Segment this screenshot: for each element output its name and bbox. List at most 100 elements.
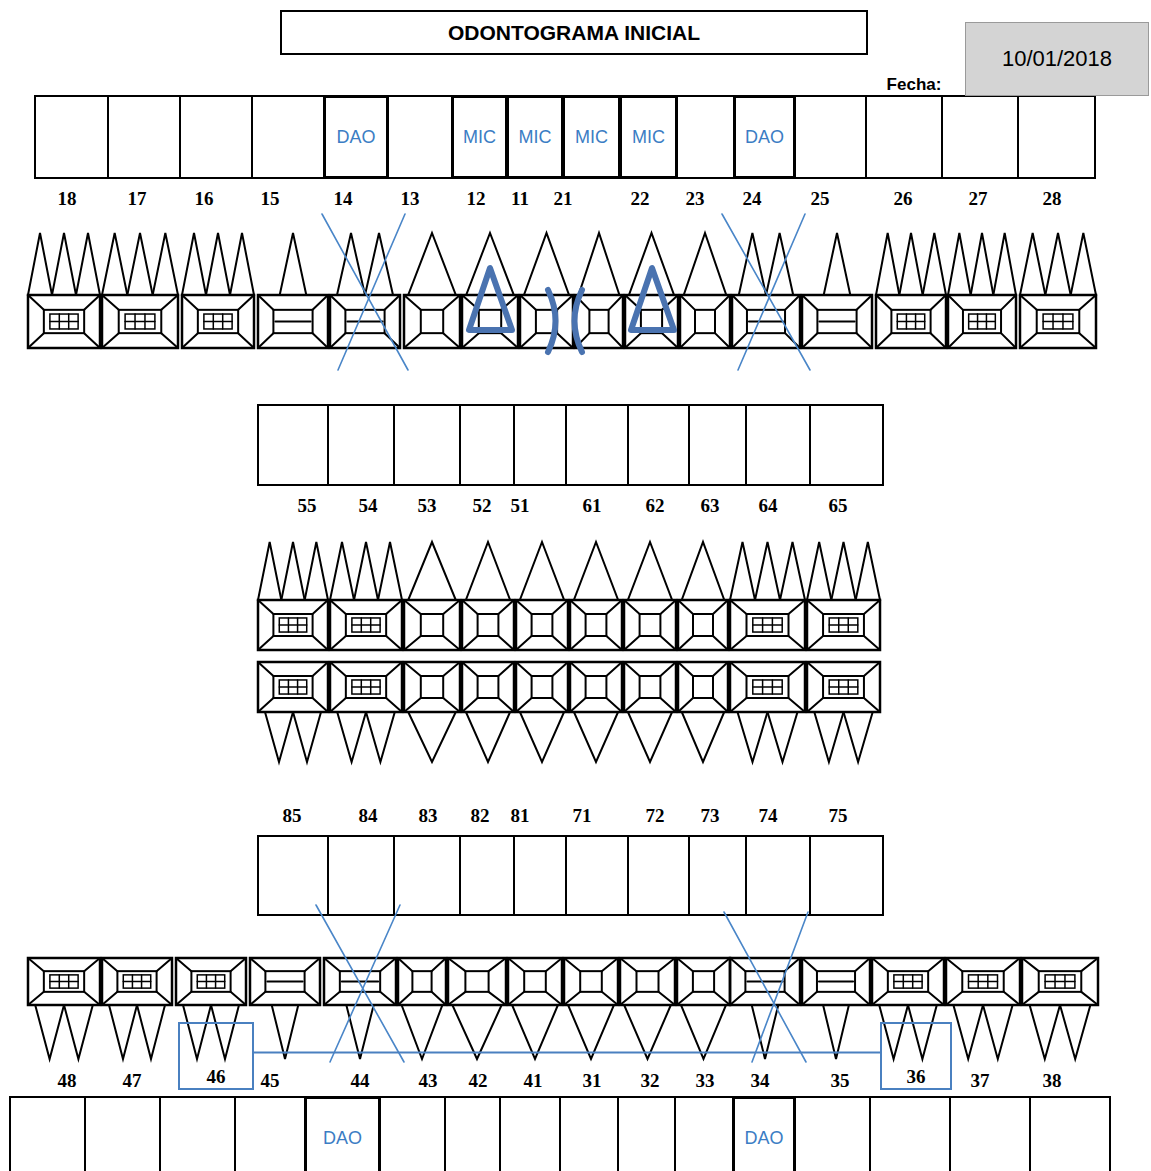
tooth-surface: [28, 958, 44, 971]
tooth-number: 27: [969, 189, 988, 208]
title-box: ODONTOGRAMA INICIAL: [280, 10, 868, 55]
occlusal-grid: [829, 618, 858, 632]
tooth-surface: [157, 958, 172, 971]
answer-box: [563, 96, 620, 178]
tooth-surface: [714, 958, 730, 971]
tooth-root: [1020, 233, 1045, 295]
tooth-crown: [872, 958, 944, 1005]
tooth-root: [807, 542, 831, 600]
tooth-surface: [462, 698, 478, 712]
tooth-crown: [802, 958, 870, 1005]
tooth-crown: [807, 662, 880, 712]
occlusal-grid: [969, 314, 996, 329]
tooth-number: 12: [467, 189, 486, 208]
tooth-surface: [557, 333, 573, 348]
answer-box: [566, 405, 628, 485]
tooth-surface: [1039, 971, 1082, 992]
tooth-number: 21: [554, 189, 573, 208]
tooth-surface: [432, 992, 446, 1005]
occlusal-grid: [753, 680, 782, 694]
tooth-root: [844, 712, 873, 762]
tooth-surface: [265, 971, 304, 992]
answer-box: [514, 405, 566, 485]
tooth-surface: [872, 958, 888, 971]
microdontia-triangle: [469, 268, 512, 330]
tooth-surface: [313, 295, 328, 310]
tooth-surface: [313, 698, 328, 712]
tooth-surface: [313, 662, 328, 676]
finding-box: MIC: [620, 96, 677, 178]
tooth-surface: [931, 295, 946, 310]
tooth-root: [466, 542, 510, 600]
tooth-surface: [807, 662, 823, 676]
tooth-root: [524, 233, 569, 295]
tooth-root: [183, 1005, 211, 1059]
tooth-crown: [516, 662, 568, 712]
tooth-surface: [182, 295, 198, 310]
tooth-crown: [570, 662, 622, 712]
answer-box: [388, 96, 452, 178]
tooth-surface: [962, 971, 1003, 992]
occlusal-grid: [1043, 321, 1073, 323]
tooth-number: 37: [971, 1071, 990, 1090]
tooth-number: 52: [473, 496, 492, 515]
tooth-surface: [876, 333, 891, 348]
tooth-surface: [44, 310, 84, 333]
tooth-root: [452, 1005, 501, 1059]
tooth-surface: [273, 614, 312, 636]
tooth-crown: [677, 958, 730, 1005]
tooth-surface: [1004, 992, 1020, 1005]
answer-box: [452, 96, 507, 178]
tooth-surface: [238, 295, 254, 310]
tooth-root: [281, 542, 304, 600]
missing-tooth-cross: [724, 912, 806, 1062]
answer-box: [795, 96, 866, 178]
date-box: 10/01/2018: [965, 22, 1149, 96]
tooth-surface: [489, 992, 506, 1005]
tooth-root: [365, 233, 393, 295]
tooth-root: [879, 1005, 908, 1059]
tooth-number: 33: [696, 1071, 715, 1090]
tooth-number: 81: [511, 806, 530, 825]
occlusal-line: [267, 981, 302, 983]
occlusal-grid: [123, 981, 150, 983]
answer-box: [394, 405, 460, 485]
tooth-number: 25: [811, 189, 830, 208]
tooth-root: [265, 712, 293, 762]
occlusal-grid: [50, 321, 78, 323]
tooth-surface: [586, 614, 607, 636]
tooth-surface: [570, 662, 586, 676]
tooth-surface: [258, 662, 273, 676]
tooth-crown: [102, 295, 178, 348]
tooth-surface: [807, 600, 823, 614]
tooth-surface: [404, 600, 421, 614]
diastema-bracket: [575, 290, 583, 352]
tooth-crown: [575, 295, 623, 348]
tooth-surface: [680, 333, 695, 348]
tooth-root: [993, 233, 1016, 295]
tooth-surface: [678, 636, 693, 650]
answer-box: [160, 1097, 235, 1171]
tooth-surface: [680, 295, 695, 310]
tooth-number: 75: [829, 806, 848, 825]
tooth-surface: [564, 958, 580, 971]
finding-box: DAO: [324, 96, 388, 178]
tooth-surface: [730, 992, 745, 1005]
occlusal-grid: [50, 975, 78, 988]
tooth-surface: [84, 958, 100, 971]
occlusal-grid: [894, 981, 922, 983]
tooth-root: [466, 233, 514, 295]
tooth-number: 65: [829, 496, 848, 515]
occlusal-grid: [197, 981, 224, 983]
tooth-crown: [680, 295, 730, 348]
tooth-number: 42: [469, 1071, 488, 1090]
tooth-number: 15: [261, 189, 280, 208]
occlusal-line: [275, 321, 310, 323]
tooth-surface: [161, 295, 178, 310]
tooth-crown: [28, 958, 100, 1005]
occlusal-grid: [969, 321, 996, 323]
tooth-surface: [732, 333, 747, 348]
bridge-connector-line: [254, 1052, 880, 1054]
tooth-surface: [928, 992, 944, 1005]
answer-box: [810, 836, 883, 915]
